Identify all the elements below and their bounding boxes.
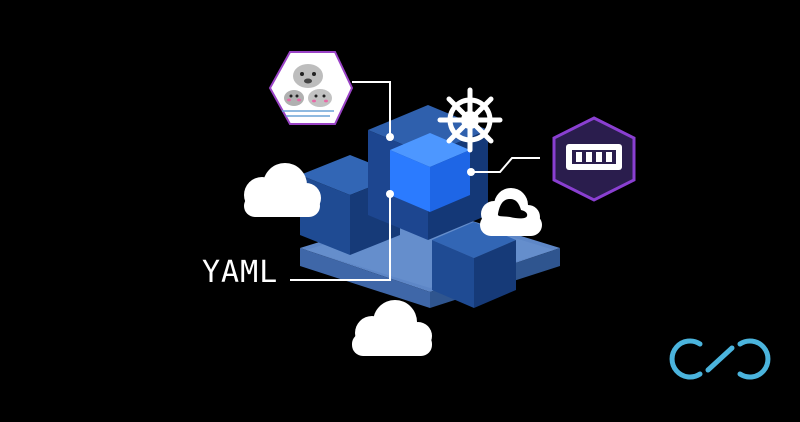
connector-yaml-to-cube [290,194,391,281]
ship-wheel-icon [437,87,503,153]
memory-module-hexagon-icon [552,116,636,202]
connector-dots [386,133,475,198]
connector-seal-to-cube [352,81,391,136]
cloud-with-hat-icon [480,188,542,236]
cloud-left-icon [244,163,321,217]
cube-center-stack [368,105,488,240]
seal-family-hexagon-icon [268,51,354,125]
cloud-bottom-icon [352,300,432,356]
connector-storage-to-cube [472,157,540,173]
cube-right [432,222,516,308]
yaml-label: YAML [202,255,279,290]
infinity-loop-logo-icon [669,338,771,380]
connector-lines [290,81,540,281]
